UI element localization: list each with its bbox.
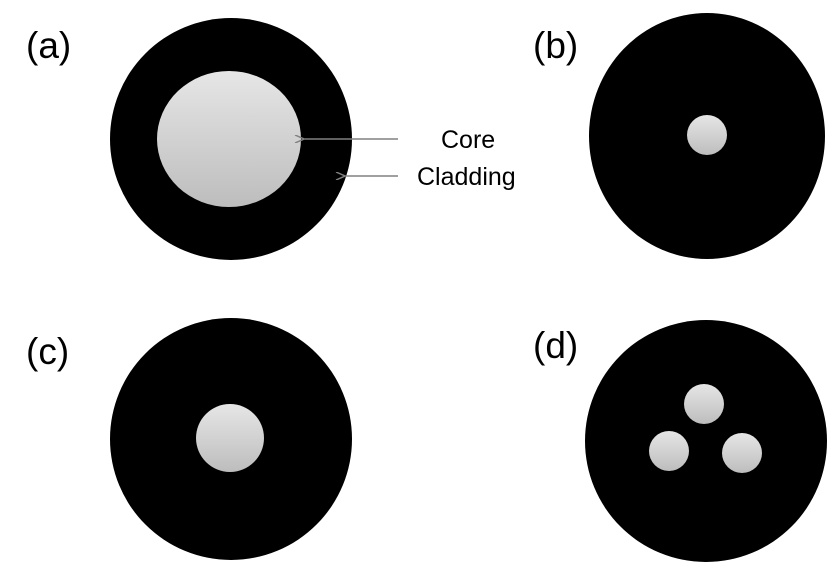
- panel-d-core-top: [684, 384, 724, 424]
- cladding-annotation: Cladding: [344, 163, 516, 191]
- panel-d-core-left: [649, 431, 689, 471]
- panel-d-core-right: [722, 433, 762, 473]
- panel-c: (c): [26, 318, 352, 560]
- core-label: Core: [441, 126, 495, 154]
- cladding-label: Cladding: [417, 163, 516, 191]
- panel-b-label: (b): [533, 25, 578, 66]
- panel-a: (a): [26, 18, 352, 260]
- panel-b: (b): [533, 13, 825, 259]
- core-annotation: Core: [303, 126, 495, 154]
- panel-a-core: [157, 71, 301, 207]
- panel-b-core: [687, 115, 727, 155]
- panel-d-label: (d): [533, 325, 578, 366]
- panel-d-cladding: [585, 320, 827, 562]
- panel-a-label: (a): [26, 25, 71, 66]
- panel-d: (d): [533, 320, 827, 562]
- panel-c-label: (c): [26, 331, 69, 372]
- panel-c-core: [196, 404, 264, 472]
